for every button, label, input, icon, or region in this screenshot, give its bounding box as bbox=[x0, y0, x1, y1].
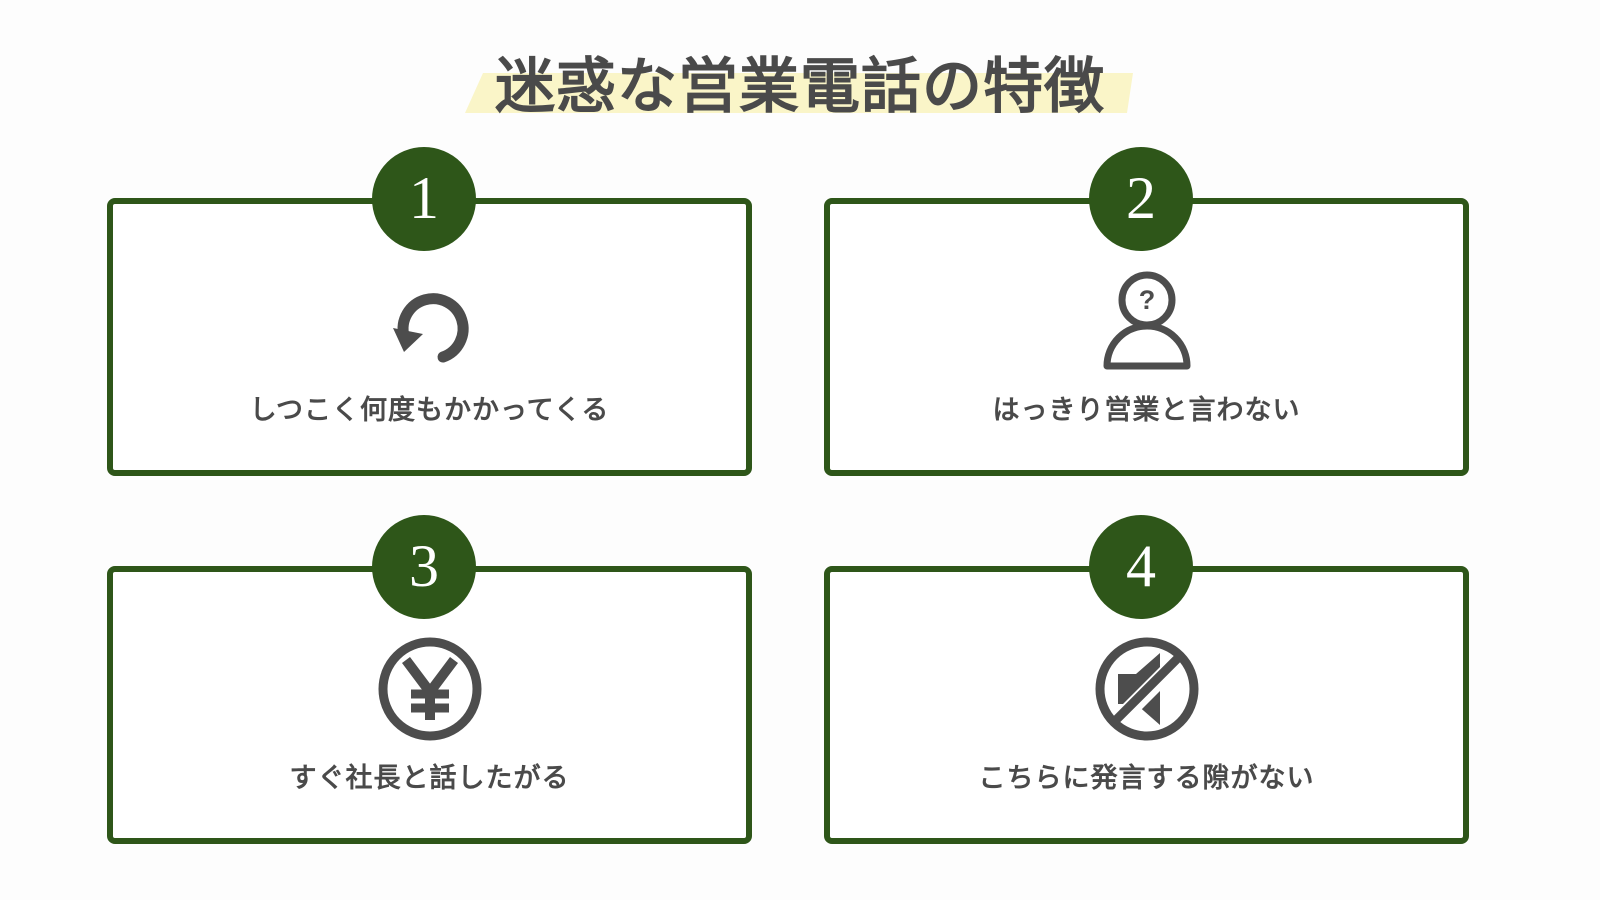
feature-card-3-number-badge: 3 bbox=[372, 515, 476, 619]
feature-card-1-label: しつこく何度もかかってくる bbox=[249, 395, 610, 425]
repeat-loop-arrow-icon bbox=[371, 262, 489, 380]
feature-card-3-number: 3 bbox=[409, 533, 439, 599]
feature-card-2-body: ? はっきり営業と言わない bbox=[830, 204, 1463, 470]
feature-card-2-number-badge: 2 bbox=[1089, 147, 1193, 251]
feature-card-1-number: 1 bbox=[409, 165, 439, 231]
feature-card-1-number-badge: 1 bbox=[372, 147, 476, 251]
page-title: 迷惑な営業電話の特徴 bbox=[0, 42, 1600, 132]
person-question-mark-icon: ? bbox=[1088, 262, 1206, 380]
feature-card-3-label: すぐ社長と話したがる bbox=[289, 763, 570, 793]
feature-card-2-label: はっきり営業と言わない bbox=[992, 395, 1301, 425]
feature-card-4-body: こちらに発言する隙がない bbox=[830, 572, 1463, 838]
feature-card-2-number: 2 bbox=[1126, 165, 1156, 231]
title-inner: 迷惑な営業電話の特徴 bbox=[477, 57, 1123, 117]
feature-card-4-number-badge: 4 bbox=[1089, 515, 1193, 619]
svg-text:?: ? bbox=[1138, 285, 1155, 315]
speaker-muted-prohibited-icon bbox=[1088, 630, 1206, 748]
page-title-text: 迷惑な営業電話の特徴 bbox=[495, 53, 1105, 120]
feature-card-4-number: 4 bbox=[1126, 533, 1156, 599]
feature-card-3-body: すぐ社長と話したがる bbox=[113, 572, 746, 838]
feature-card-1-body: しつこく何度もかかってくる bbox=[113, 204, 746, 470]
title-highlight-band bbox=[465, 73, 1133, 113]
yen-circle-icon bbox=[371, 630, 489, 748]
feature-card-4-label: こちらに発言する隙がない bbox=[978, 763, 1315, 793]
